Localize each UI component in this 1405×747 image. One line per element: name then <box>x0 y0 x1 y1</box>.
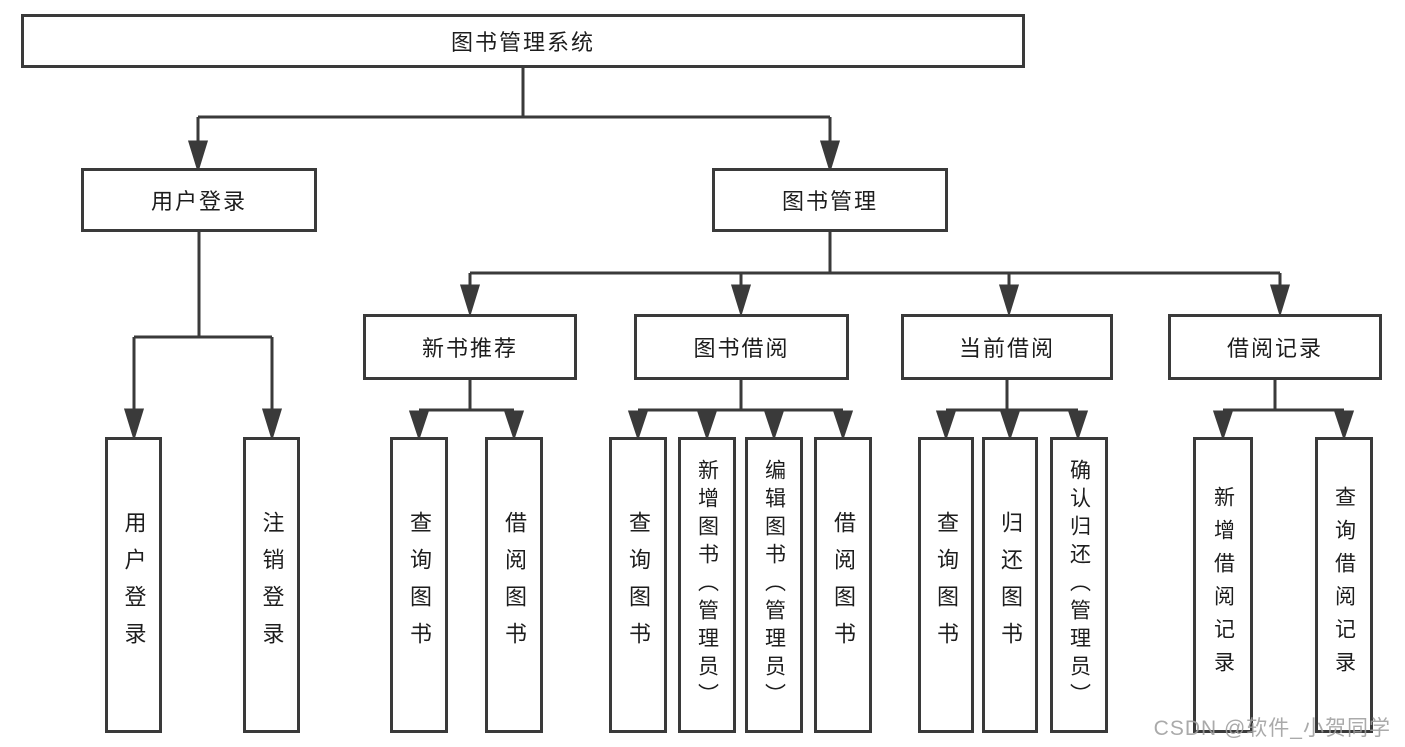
leaf-user-login: 用户登录 <box>105 437 162 733</box>
leaf-add-books-admin: 新增图书（管理员） <box>678 437 736 733</box>
node-book-management: 图书管理 <box>712 168 948 232</box>
node-book-borrowing: 图书借阅 <box>634 314 849 380</box>
leaf-return-books: 归还图书 <box>982 437 1038 733</box>
leaf-query-books-borrow: 查询图书 <box>609 437 667 733</box>
leaf-label: 确认归还（管理员） <box>1067 459 1091 711</box>
leaf-logout: 注销登录 <box>243 437 300 733</box>
leaf-borrow-books-newbook: 借阅图书 <box>485 437 543 733</box>
node-current-borrowing: 当前借阅 <box>901 314 1113 380</box>
leaf-add-borrow-record: 新增借阅记录 <box>1193 437 1253 733</box>
node-borrowing-records: 借阅记录 <box>1168 314 1382 380</box>
leaf-query-borrow-record: 查询借阅记录 <box>1315 437 1373 733</box>
leaf-label: 归还图书 <box>998 511 1023 659</box>
leaf-query-books-current: 查询图书 <box>918 437 974 733</box>
leaf-label: 新增借阅记录 <box>1211 486 1235 684</box>
leaf-label: 查询图书 <box>626 511 651 659</box>
leaf-label: 查询借阅记录 <box>1332 486 1356 684</box>
connector-current-borrow <box>935 380 1089 441</box>
connector-borrow-record <box>1212 380 1355 441</box>
connector-root <box>187 68 841 174</box>
leaf-query-books-newbook: 查询图书 <box>390 437 448 733</box>
node-library-management-system: 图书管理系统 <box>21 14 1025 68</box>
leaf-label: 注销登录 <box>259 511 285 659</box>
leaf-label: 编辑图书（管理员） <box>762 459 786 711</box>
leaf-label: 用户登录 <box>121 511 147 659</box>
leaf-label: 新增图书（管理员） <box>695 459 719 711</box>
leaf-label: 查询图书 <box>407 511 432 659</box>
connector-book-mgmt <box>459 232 1291 318</box>
node-new-book-recommendation: 新书推荐 <box>363 314 577 380</box>
node-user-login: 用户登录 <box>81 168 317 232</box>
leaf-label: 查询图书 <box>934 511 959 659</box>
connector-book-borrow <box>627 380 854 441</box>
csdn-watermark: CSDN @软件_小贺同学 <box>1153 717 1391 740</box>
connector-user-login <box>123 232 283 442</box>
leaf-edit-books-admin: 编辑图书（管理员） <box>745 437 803 733</box>
leaf-confirm-return-admin: 确认归还（管理员） <box>1050 437 1108 733</box>
connector-new-book <box>408 380 525 441</box>
leaf-label: 借阅图书 <box>831 511 856 659</box>
leaf-borrow-books: 借阅图书 <box>814 437 872 733</box>
leaf-label: 借阅图书 <box>502 511 527 659</box>
